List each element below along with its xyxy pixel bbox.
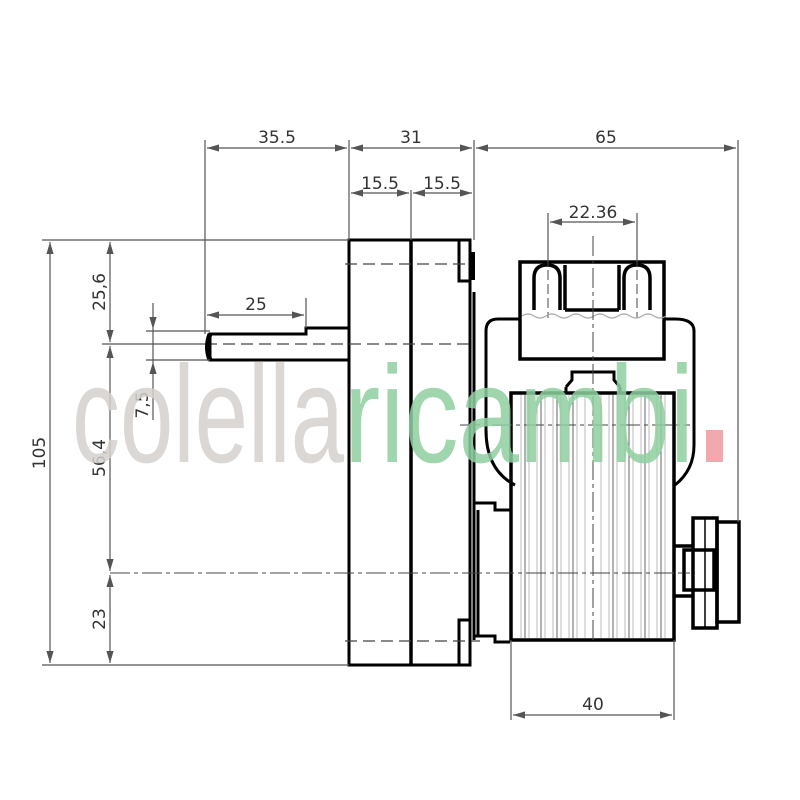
gearbox-housing xyxy=(347,238,476,667)
center-lines xyxy=(110,236,690,640)
dim-shaft-diameter: 7,5 xyxy=(133,391,153,418)
watermark-ricambi: ricambi xyxy=(344,338,694,492)
dim-motor-depth: 65 xyxy=(595,128,617,148)
watermark-dot xyxy=(706,430,723,462)
motor-rear-cap xyxy=(674,516,741,630)
output-shaft xyxy=(205,326,349,362)
watermark-colella: colella xyxy=(72,338,344,492)
dim-shaft-overhang: 35.5 xyxy=(258,128,296,148)
dimension-lines xyxy=(42,140,739,720)
dimension-labels: 35.5 31 65 15.5 15.5 22.36 25 40 105 25,… xyxy=(30,128,617,715)
hidden-lines xyxy=(205,263,480,642)
dim-gearbox-half-right: 15.5 xyxy=(423,174,461,194)
watermark: colella ricambi xyxy=(72,338,723,492)
dim-shaft-to-motor-axis: 56,4 xyxy=(90,439,110,477)
dim-motor-width: 40 xyxy=(582,695,604,715)
dim-gearbox-half-left: 15.5 xyxy=(361,174,399,194)
dim-shaft-length: 25 xyxy=(245,295,267,315)
dim-top-to-shaft: 25,6 xyxy=(90,273,110,311)
terminal-block xyxy=(518,242,666,361)
break-line xyxy=(521,313,667,319)
dim-connector-pitch: 22.36 xyxy=(569,203,618,223)
dim-total-height: 105 xyxy=(30,437,50,469)
motor-flange xyxy=(474,317,696,644)
dim-gearbox-width: 31 xyxy=(400,128,422,148)
dim-axis-to-bottom: 23 xyxy=(90,608,110,630)
